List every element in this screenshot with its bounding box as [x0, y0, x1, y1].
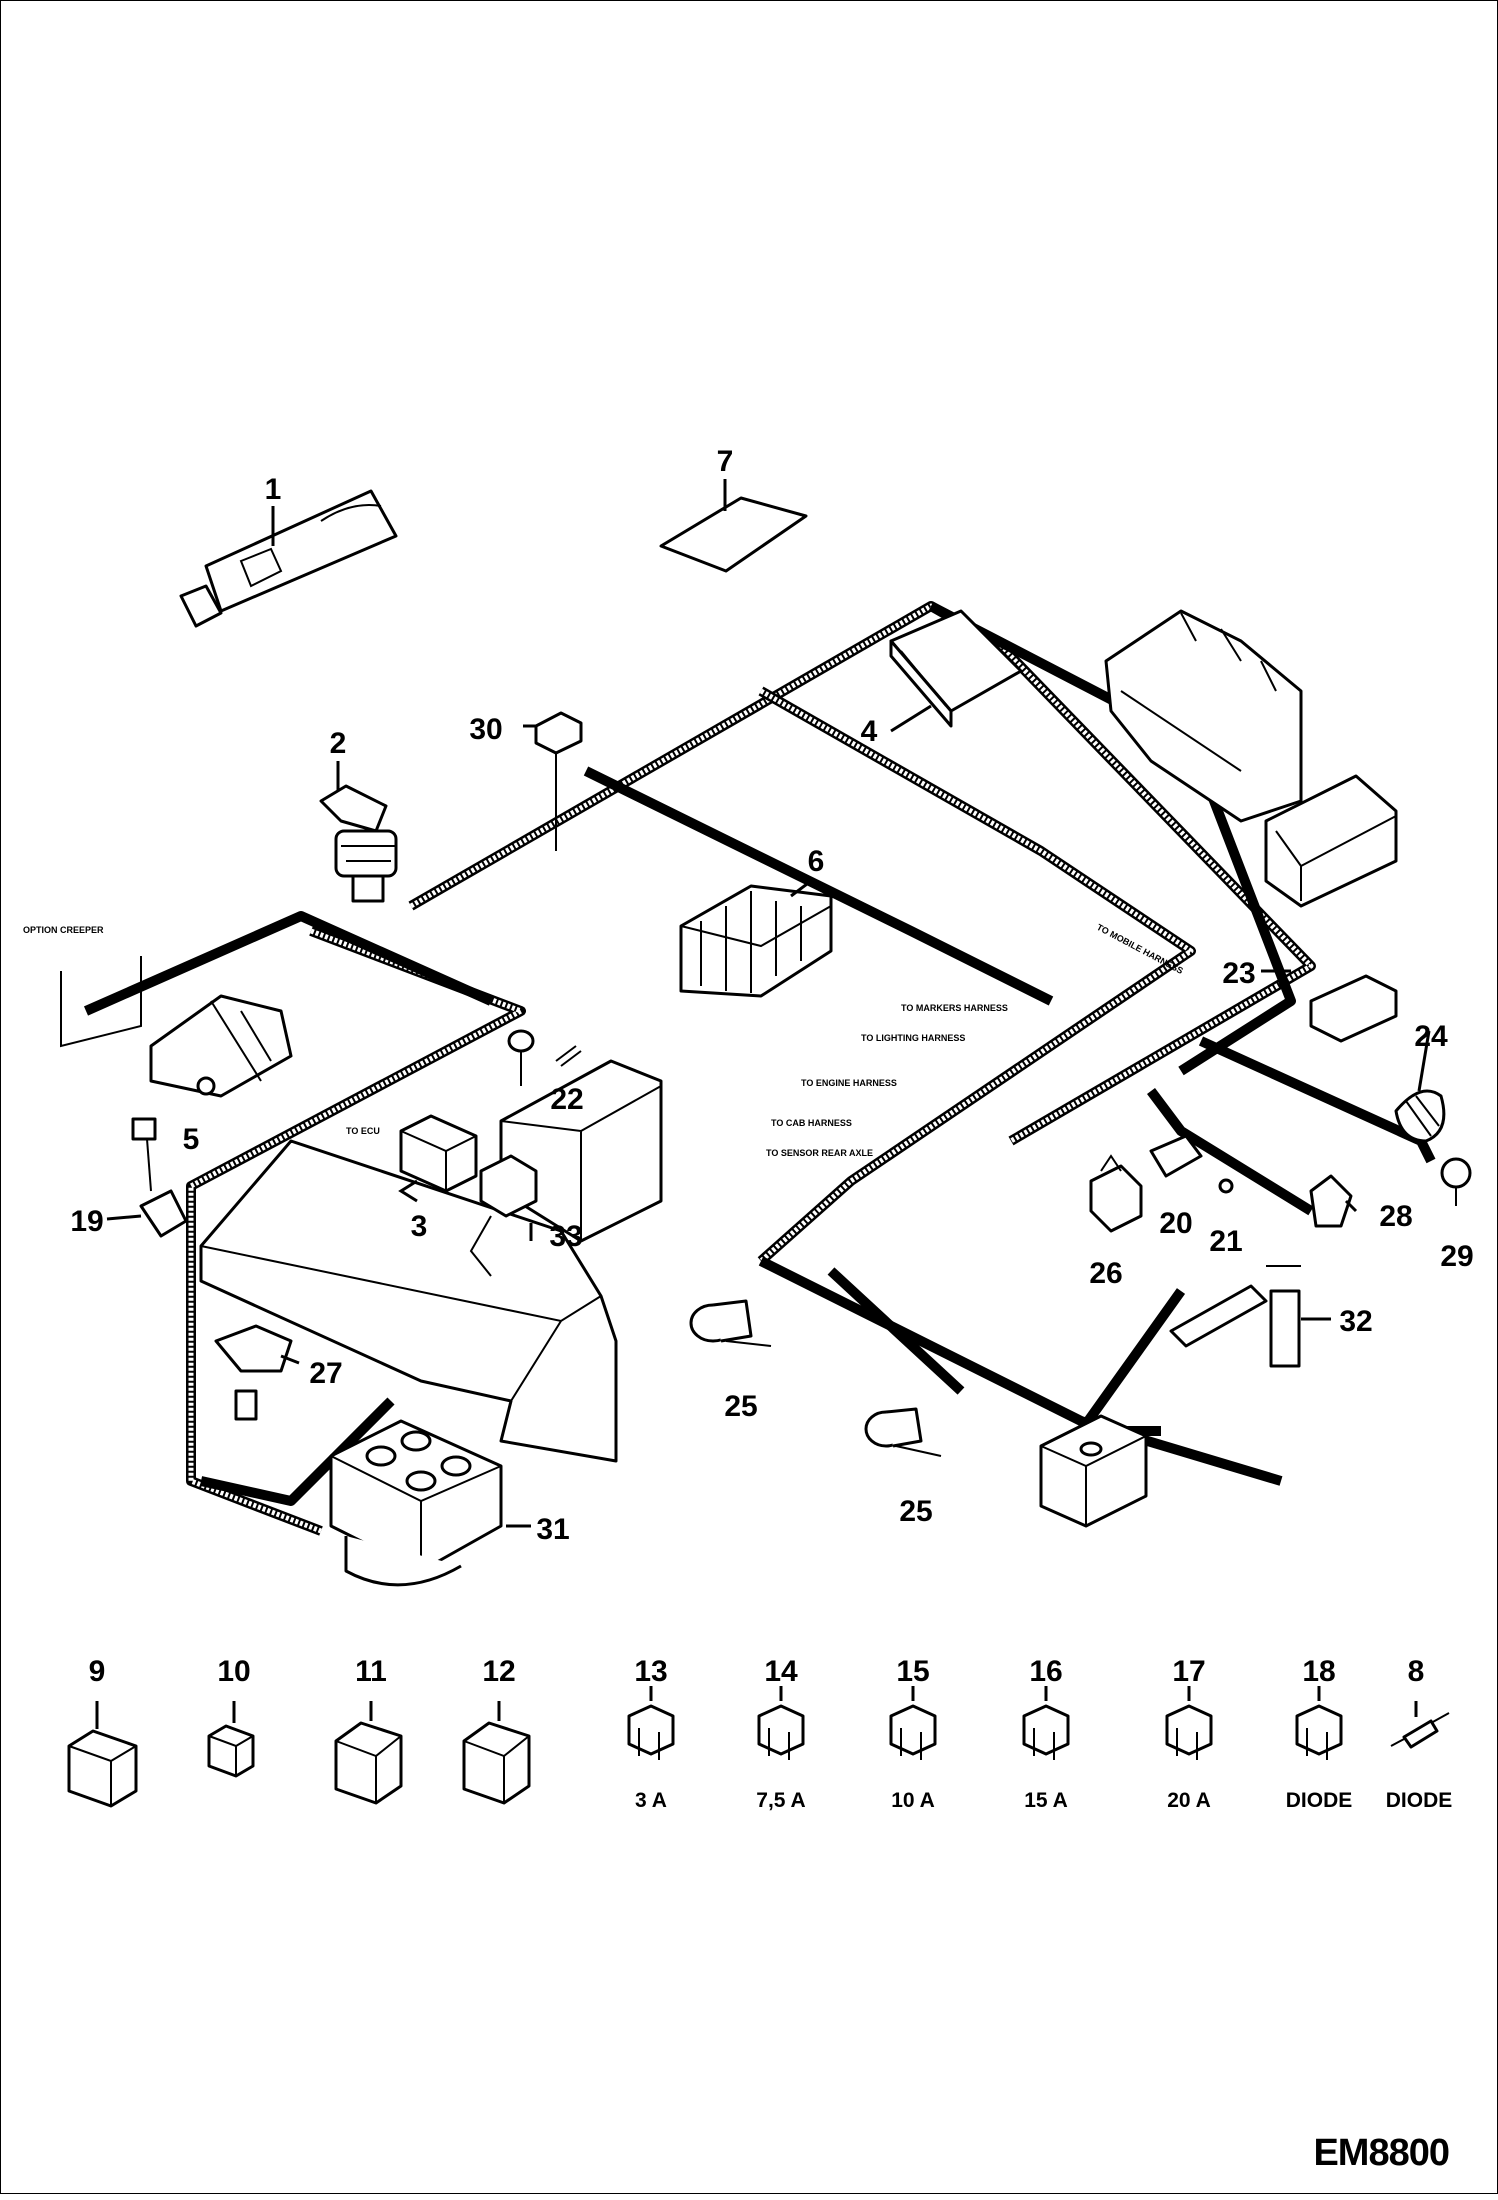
part-32-fuel-pump [1169, 1265, 1301, 1368]
relay-11 [334, 1701, 403, 1805]
part-26-switch [1089, 1154, 1143, 1233]
fuse-14 [757, 1686, 805, 1760]
note-to-ecu: TO ECU [346, 1126, 380, 1136]
note-to-sensor: TO SENSOR REAR AXLE [766, 1148, 873, 1158]
callout-5: 5 [183, 1123, 200, 1156]
callout-22: 22 [550, 1083, 583, 1116]
part-33-connector [469, 1154, 538, 1277]
rating-15: 10 A [891, 1789, 935, 1812]
part-30-switch [534, 711, 583, 821]
callout-12: 12 [482, 1655, 515, 1688]
part-23-harness-box [1309, 974, 1398, 1043]
fuse-17 [1165, 1686, 1213, 1760]
note-to-cab: TO CAB HARNESS [771, 1118, 852, 1128]
cab-floor [199, 1059, 663, 1463]
battery [1039, 1414, 1148, 1528]
callout-26: 26 [1089, 1257, 1122, 1290]
note-to-lighting: TO LIGHTING HARNESS [861, 1033, 965, 1043]
callout-24: 24 [1414, 1020, 1448, 1053]
note-option-creeper: OPTION CREEPER [23, 925, 104, 935]
callout-23: 23 [1222, 957, 1255, 990]
callout-25a: 25 [724, 1390, 757, 1423]
fuse-15 [889, 1686, 937, 1760]
callout-13: 13 [634, 1655, 667, 1688]
part-25-light-b [864, 1407, 942, 1457]
part-29-ring-terminal [1440, 1157, 1472, 1206]
part-1-grease-tube [179, 489, 398, 628]
diode-8 [1390, 1701, 1450, 1749]
part-27-sensor [214, 1324, 293, 1421]
part-31-relay-box [329, 1419, 503, 1587]
callout-21: 21 [1209, 1225, 1242, 1258]
relay-12 [462, 1701, 531, 1805]
callout-27: 27 [309, 1357, 342, 1390]
cab-control-box [1104, 609, 1398, 908]
callout-2: 2 [330, 727, 347, 760]
rating-18: DIODE [1286, 1789, 1353, 1812]
part-22-socket [507, 1029, 582, 1086]
part-5-connector-bracket [149, 994, 293, 1098]
part-4-controller [889, 609, 1023, 728]
callout-33: 33 [549, 1220, 582, 1253]
part-2-switch [319, 784, 398, 903]
part-3-module [399, 1114, 478, 1193]
callout-6: 6 [808, 845, 825, 878]
fuses [627, 1686, 1343, 1760]
callout-25b: 25 [899, 1495, 932, 1528]
part-21-clip [1218, 1178, 1234, 1194]
callout-18: 18 [1302, 1655, 1335, 1688]
callout-1: 1 [265, 473, 282, 506]
part-25-light-a [689, 1299, 772, 1347]
callout-20: 20 [1159, 1207, 1192, 1240]
note-to-marker: TO MARKERS HARNESS [901, 1003, 1008, 1013]
callout-30: 30 [469, 713, 502, 746]
relay-9 [67, 1701, 138, 1808]
note-to-mobile: TO MOBILE HARNESS [1095, 922, 1185, 976]
fuse-13 [627, 1686, 675, 1760]
callout-11: 11 [355, 1655, 387, 1688]
callout-leaders [106, 479, 1431, 1528]
callout-4: 4 [861, 715, 878, 748]
rating-14: 7,5 A [756, 1789, 805, 1812]
drawing-code: EM8800 [1313, 2132, 1450, 2174]
rating-16: 15 A [1024, 1789, 1068, 1812]
callout-16: 16 [1029, 1655, 1062, 1688]
callouts: 1 2 3 4 5 6 7 19 20 21 22 23 24 25 25 26… [70, 445, 1473, 1546]
callout-8: 8 [1408, 1655, 1425, 1688]
callout-15: 15 [896, 1655, 929, 1688]
rating-17: 20 A [1167, 1789, 1211, 1812]
part-24-horn [1394, 1089, 1446, 1143]
rating-8: DIODE [1386, 1789, 1453, 1812]
part-6-fuse-relay-block [679, 884, 833, 998]
callout-29: 29 [1440, 1240, 1473, 1273]
note-to-engine: TO ENGINE HARNESS [801, 1078, 897, 1088]
callout-17: 17 [1172, 1655, 1205, 1688]
callout-28: 28 [1379, 1200, 1412, 1233]
relay-10 [207, 1701, 255, 1778]
rating-13: 3 A [635, 1789, 667, 1812]
callout-9: 9 [89, 1655, 106, 1688]
fuse-16 [1022, 1686, 1070, 1760]
callout-3: 3 [411, 1210, 428, 1243]
callout-19: 19 [70, 1205, 103, 1238]
fuse-18 [1295, 1686, 1343, 1760]
callout-10: 10 [217, 1655, 250, 1688]
callout-7: 7 [717, 445, 734, 478]
callout-14: 14 [764, 1655, 798, 1688]
small-part-callouts: 9 10 11 12 13 14 15 16 17 18 8 3 A 7,5 A… [89, 1655, 1453, 1812]
part-7-decal [659, 496, 808, 573]
part-28-sensor [1309, 1174, 1353, 1228]
part-20-connector [1149, 1134, 1203, 1178]
callout-32: 32 [1339, 1305, 1372, 1338]
part-19-sensor [131, 1117, 188, 1238]
callout-31: 31 [536, 1513, 569, 1546]
